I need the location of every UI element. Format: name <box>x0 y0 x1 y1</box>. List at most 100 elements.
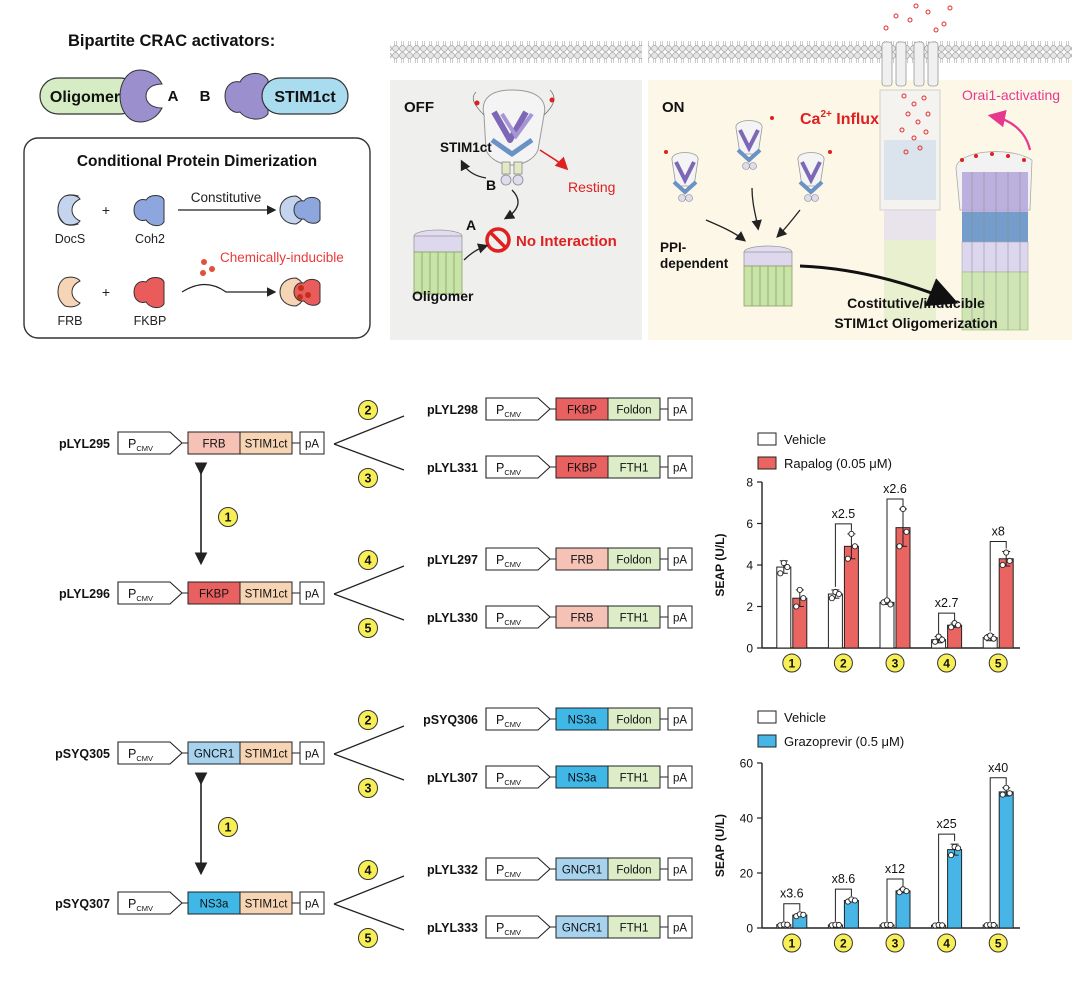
fold-label: x8.6 <box>832 872 856 886</box>
data-point <box>899 505 907 513</box>
construct-part-label: GNCR1 <box>194 749 234 761</box>
y-tick-label: 20 <box>740 867 754 881</box>
branch-line <box>333 565 405 595</box>
data-point <box>1003 784 1010 791</box>
branch-line <box>333 725 405 755</box>
orai-label: Orai1-activating <box>962 87 1060 103</box>
category-circle <box>988 653 1008 673</box>
construct-pa-label: pA <box>673 773 687 785</box>
category-label: 5 <box>995 657 1002 671</box>
construct-part-label: STIM1ct <box>245 439 289 451</box>
promoter-cmv: CMV <box>136 444 153 453</box>
promoter-cmv: CMV <box>504 928 521 937</box>
fold-label: x40 <box>988 761 1008 775</box>
panel-a: Bipartite CRAC activators: Oligomer A B … <box>23 32 371 339</box>
stim-arrow <box>460 159 487 179</box>
plus-1: + <box>102 202 110 218</box>
data-point <box>999 791 1006 798</box>
construct-part-label: NS3a <box>568 773 597 785</box>
construct-pa-box <box>667 915 693 939</box>
branch-line <box>333 875 405 905</box>
frb-label: FRB <box>58 314 83 328</box>
legend-label: Grazoprevir (0.5 μM) <box>784 734 904 749</box>
data-point <box>990 921 997 929</box>
number-circle <box>358 928 378 948</box>
number-circle <box>358 618 378 638</box>
branch-line <box>333 443 405 471</box>
construct-part-label: STIM1ct <box>245 589 289 601</box>
category-label: 4 <box>943 937 950 951</box>
construct-pLYL295-promoter-label: PCMV <box>128 437 153 453</box>
no-entry-icon <box>485 227 511 253</box>
construct-pLYL296-promoter <box>117 581 183 605</box>
category-circle <box>937 653 957 673</box>
construct-pa-label: pA <box>673 405 687 417</box>
promoter-p: P <box>128 437 136 451</box>
data-point <box>835 591 842 598</box>
data-point <box>948 852 955 859</box>
promoter-p: P <box>128 897 136 911</box>
promoter-cmv: CMV <box>504 720 521 729</box>
costitutive-label-1: Costitutive/inducible <box>847 295 985 311</box>
number-circle <box>358 400 378 420</box>
construct-pLYL296-promoter-label: PCMV <box>128 587 153 603</box>
fold-bracket <box>989 541 1007 632</box>
construct-part-label: FKBP <box>567 405 597 417</box>
category-circle <box>782 933 802 953</box>
construct-name-pSYQ305: pSYQ305 <box>55 747 110 761</box>
category-circle <box>833 653 853 673</box>
data-point <box>784 564 791 571</box>
fold-bracket <box>938 833 956 922</box>
fold-label: x8 <box>992 525 1005 539</box>
data-point <box>851 543 858 550</box>
data-point <box>999 561 1006 569</box>
bar-grazoprevir-3 <box>895 890 911 929</box>
data-point <box>780 559 787 566</box>
number-circle-label: 5 <box>365 932 372 946</box>
y-tick-label: 0 <box>746 922 753 936</box>
chem-inducible-label: Chemically-inducible <box>220 250 344 265</box>
construct-pLYL332-promoter-label: PCMV <box>496 863 521 879</box>
fold-bracket <box>886 878 904 922</box>
bar-grazoprevir-2 <box>843 900 859 929</box>
construct-pLYL330-promoter <box>485 605 551 629</box>
branch-line <box>333 593 405 621</box>
construct-part-label: Foldon <box>616 405 651 417</box>
construct-pSYQ307-promoter-label: PCMV <box>128 897 153 913</box>
construct-pa-box <box>667 397 693 421</box>
construct-pa-box <box>299 741 325 765</box>
number-circle <box>358 860 378 880</box>
category-label: 2 <box>840 657 847 671</box>
construct-pLYL307-promoter-label: PCMV <box>496 771 521 787</box>
promoter-p: P <box>496 461 504 475</box>
construct-part-label: STIM1ct <box>245 749 289 761</box>
branch-line <box>333 903 405 931</box>
panel-a-title: Bipartite CRAC activators: <box>68 32 275 50</box>
construct-part-label: FTH1 <box>620 613 649 625</box>
category-label: 3 <box>892 657 899 671</box>
number-circle-label: 2 <box>365 714 372 728</box>
data-point <box>1006 557 1013 564</box>
fold-label: x2.6 <box>883 482 907 496</box>
legend-label: Vehicle <box>784 432 826 447</box>
coh2-shape <box>133 195 165 227</box>
construct-pLYL333-promoter-label: PCMV <box>496 921 521 937</box>
promoter-p: P <box>496 771 504 785</box>
schematic: OFF ON STIM1ct B Resting No Interac <box>390 3 1072 340</box>
oligomer-label-off: Oligomer <box>412 288 474 304</box>
construct-pa-box <box>667 765 693 789</box>
number-circle <box>358 710 378 730</box>
data-point <box>932 638 939 645</box>
promoter-p: P <box>128 747 136 761</box>
promoter-p: P <box>496 553 504 567</box>
promoter-cmv: CMV <box>136 754 153 763</box>
number-circle-label: 5 <box>365 622 372 636</box>
number-circle-label: 1 <box>225 511 232 525</box>
construct-pSYQ306-promoter <box>485 707 551 731</box>
bar-rapalog-2 <box>843 545 859 649</box>
branch-line <box>333 415 405 445</box>
data-point <box>939 922 946 929</box>
